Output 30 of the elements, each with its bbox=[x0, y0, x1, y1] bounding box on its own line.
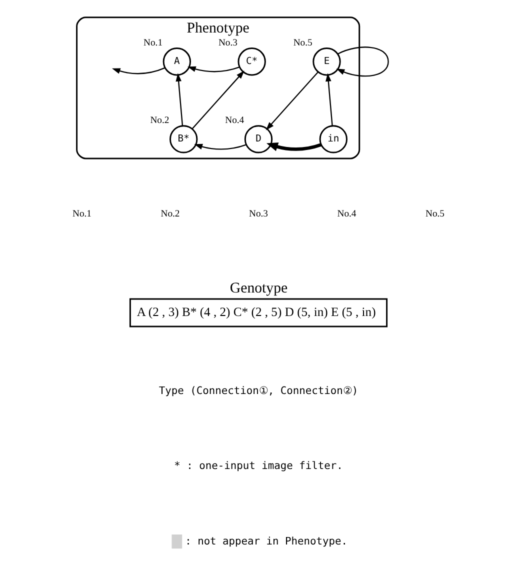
arrow bbox=[175, 73, 183, 126]
legend-label: : not appear in Phenotype. bbox=[184, 535, 347, 548]
node-label: No.5 bbox=[292, 38, 312, 49]
arrow bbox=[111, 67, 165, 74]
node-box: A (2 , 3) B* (4 , 2) C* (2 , 5) D (5, in) E (5 , in) bbox=[128, 298, 388, 328]
node-label: Genotype bbox=[229, 280, 288, 296]
node-circle: B* bbox=[169, 125, 198, 154]
node-circle: D bbox=[244, 125, 272, 154]
node-label: No.2 bbox=[150, 115, 169, 126]
node-circle: A bbox=[162, 48, 191, 76]
label: No.5 bbox=[425, 208, 444, 220]
arrow bbox=[194, 144, 246, 150]
node-circle: in bbox=[318, 125, 347, 154]
arrow bbox=[336, 46, 388, 77]
node-label: No.3 bbox=[218, 38, 237, 49]
arrow bbox=[265, 72, 318, 130]
arrow bbox=[191, 70, 244, 130]
label: No.2 bbox=[160, 208, 180, 220]
arrow bbox=[187, 66, 240, 72]
label: No.1 bbox=[72, 208, 91, 220]
arrow bbox=[325, 73, 332, 126]
node-circle: C* bbox=[237, 48, 266, 76]
node-circle: E bbox=[312, 48, 340, 76]
node-label: No.4 bbox=[224, 115, 244, 126]
node-label: No.1 bbox=[143, 38, 162, 49]
label: No.3 bbox=[248, 208, 268, 220]
label: * : one-input image filter. bbox=[174, 460, 342, 472]
label: Type (Connection①, Connection②) bbox=[158, 385, 358, 398]
label: No.4 bbox=[336, 208, 356, 220]
arrow bbox=[266, 142, 322, 152]
